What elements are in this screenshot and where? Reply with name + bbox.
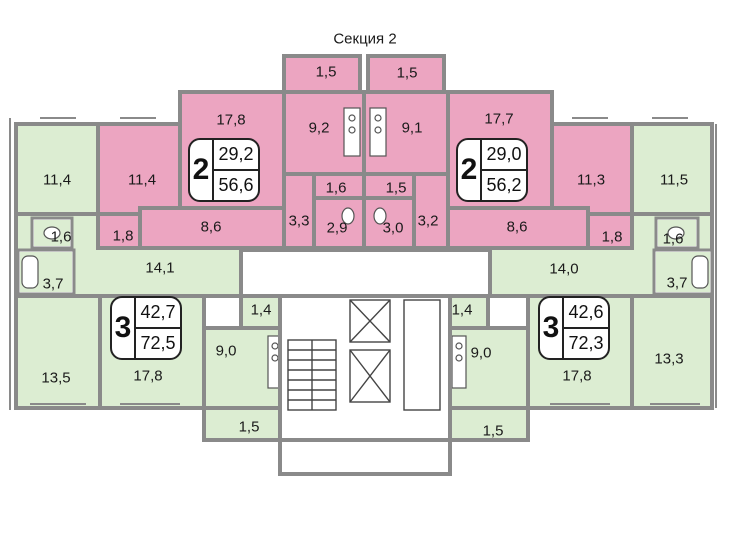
apartment-badge-2-right: 2 29,0 56,2 [456, 138, 528, 202]
bath-area: 3,7 [666, 274, 688, 292]
elevator-1 [349, 299, 391, 343]
room-count: 2 [460, 153, 478, 186]
room-area: 17,7 [484, 110, 514, 128]
bath-area: 2,9 [326, 219, 348, 237]
balcony-bottom-right [448, 406, 530, 442]
room-count: 3 [114, 311, 132, 344]
room-area: 11,3 [576, 171, 606, 189]
balcony-area: 1,5 [315, 63, 337, 81]
closet-area: 3,2 [417, 212, 439, 230]
loggia-a2l [96, 212, 142, 250]
kitchen-area: 9,1 [401, 119, 423, 137]
wc-area: 1,6 [662, 230, 684, 248]
storage-area: 1,4 [250, 301, 272, 319]
total-area: 56,2 [486, 175, 522, 195]
balcony-area: 1,5 [238, 418, 260, 436]
wc-area: 1,6 [325, 179, 347, 197]
bath-a2r [362, 196, 416, 250]
bath-area: 3,0 [382, 219, 404, 237]
balcony-bottom-left [202, 406, 282, 442]
closet-a2l [282, 172, 316, 250]
living-area: 42,7 [140, 302, 176, 322]
wc-area: 1,6 [50, 228, 72, 246]
total-area: 72,3 [568, 333, 604, 353]
hall-area: 14,0 [549, 260, 579, 278]
stair-hall [278, 294, 452, 442]
room-area: 11,5 [659, 171, 689, 189]
wc-area: 1,5 [385, 179, 407, 197]
room-a3l-corner [14, 294, 102, 410]
hall-area: 14,1 [145, 259, 175, 277]
room-a3r-top [630, 122, 714, 216]
room-area: 17,8 [216, 111, 246, 129]
living-area: 42,6 [568, 302, 604, 322]
apartment-badge-3-left: 3 42,7 72,5 [110, 296, 182, 360]
room-area: 11,4 [42, 171, 72, 189]
kitchen-area: 9,0 [470, 344, 492, 362]
living-area: 29,2 [218, 144, 254, 164]
loggia-area: 1,8 [112, 227, 134, 245]
hall-a2r [446, 206, 590, 250]
room-a2r-small [550, 122, 634, 216]
loggia-a2r [586, 212, 634, 250]
bath-a2l [312, 196, 366, 250]
storage-area: 1,4 [451, 301, 473, 319]
living-area: 29,0 [486, 144, 522, 164]
loggia-area: 1,8 [601, 228, 623, 246]
hall-area: 8,6 [506, 218, 528, 236]
balcony-top-left [282, 54, 362, 94]
room-a2l-small [96, 122, 182, 216]
apartment-badge-2-left: 2 29,2 56,6 [188, 138, 260, 202]
room-area: 13,3 [654, 350, 684, 368]
elevator-2 [349, 349, 391, 403]
kitchen-area: 9,0 [215, 342, 237, 360]
shaft [403, 299, 441, 411]
room-a3l-top [14, 122, 100, 216]
room-area: 11,4 [127, 171, 157, 189]
balcony-top-right [366, 54, 446, 94]
room-count: 3 [542, 311, 560, 344]
kitchen-area: 9,2 [308, 119, 330, 137]
corridor [239, 248, 492, 298]
room-area: 13,5 [41, 369, 71, 387]
room-count: 2 [192, 153, 210, 186]
closet-a2r [412, 172, 450, 250]
total-area: 56,6 [218, 175, 254, 195]
bath-area: 3,7 [42, 275, 64, 293]
apartment-badge-3-right: 3 42,6 72,3 [538, 296, 610, 360]
entry [278, 438, 452, 476]
balcony-area: 1,5 [396, 64, 418, 82]
balcony-area: 1,5 [482, 422, 504, 440]
room-area: 17,8 [562, 367, 592, 385]
room-area: 17,8 [133, 367, 163, 385]
section-title: Секция 2 [333, 30, 397, 48]
closet-area: 3,3 [288, 212, 310, 230]
hall-area: 8,6 [200, 218, 222, 236]
total-area: 72,5 [140, 333, 176, 353]
